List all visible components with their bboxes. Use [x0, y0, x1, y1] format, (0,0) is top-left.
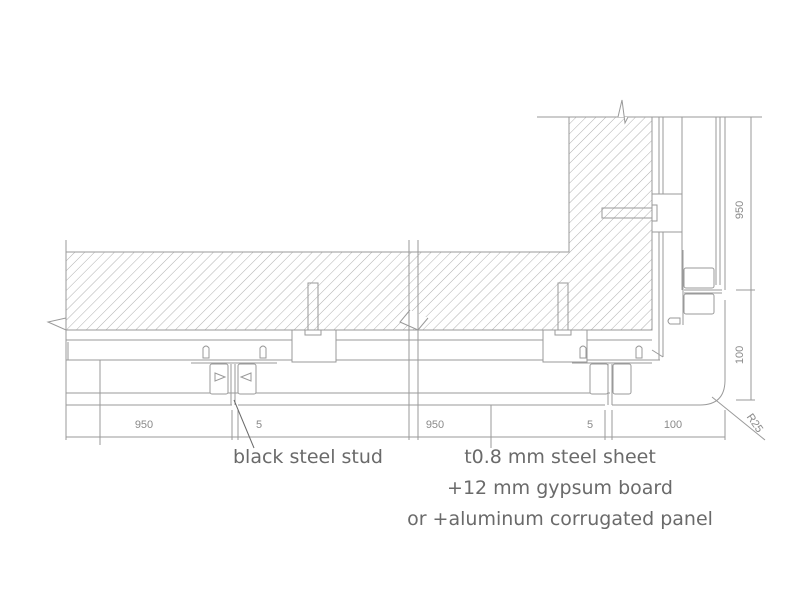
- stud-label: black steel stud: [233, 446, 383, 468]
- steel-stud-middle: [572, 345, 652, 405]
- concrete-wall-hatch: [65, 116, 653, 331]
- steel-stud-column: [667, 250, 722, 325]
- dim-vertical-lower: 100: [734, 346, 746, 364]
- break-mark-top: [617, 99, 629, 125]
- dim-corner-horizontal: 100: [664, 419, 682, 431]
- dim-left-gap: 5: [256, 419, 262, 431]
- dim-mid-gap: 5: [587, 419, 593, 431]
- sheet-label-line-2: +12 mm gypsum board: [447, 477, 673, 499]
- column-cladding: [651, 117, 721, 360]
- stud-leader-line: [233, 399, 255, 449]
- dim-left-span: 950: [135, 419, 153, 431]
- sheet-label-line-1: t0.8 mm steel sheet: [464, 446, 656, 468]
- dim-vertical-upper: 950: [734, 201, 746, 219]
- dim-mid-span: 950: [426, 419, 444, 431]
- break-mark-left: [46, 317, 67, 331]
- steel-stud-left: [191, 345, 277, 405]
- anchor-bracket-1: [291, 282, 337, 363]
- dim-corner-radius: R25: [744, 412, 765, 435]
- anchor-bracket-3: [601, 193, 683, 233]
- sheet-label-line-3: or +aluminum corrugated panel: [407, 508, 713, 530]
